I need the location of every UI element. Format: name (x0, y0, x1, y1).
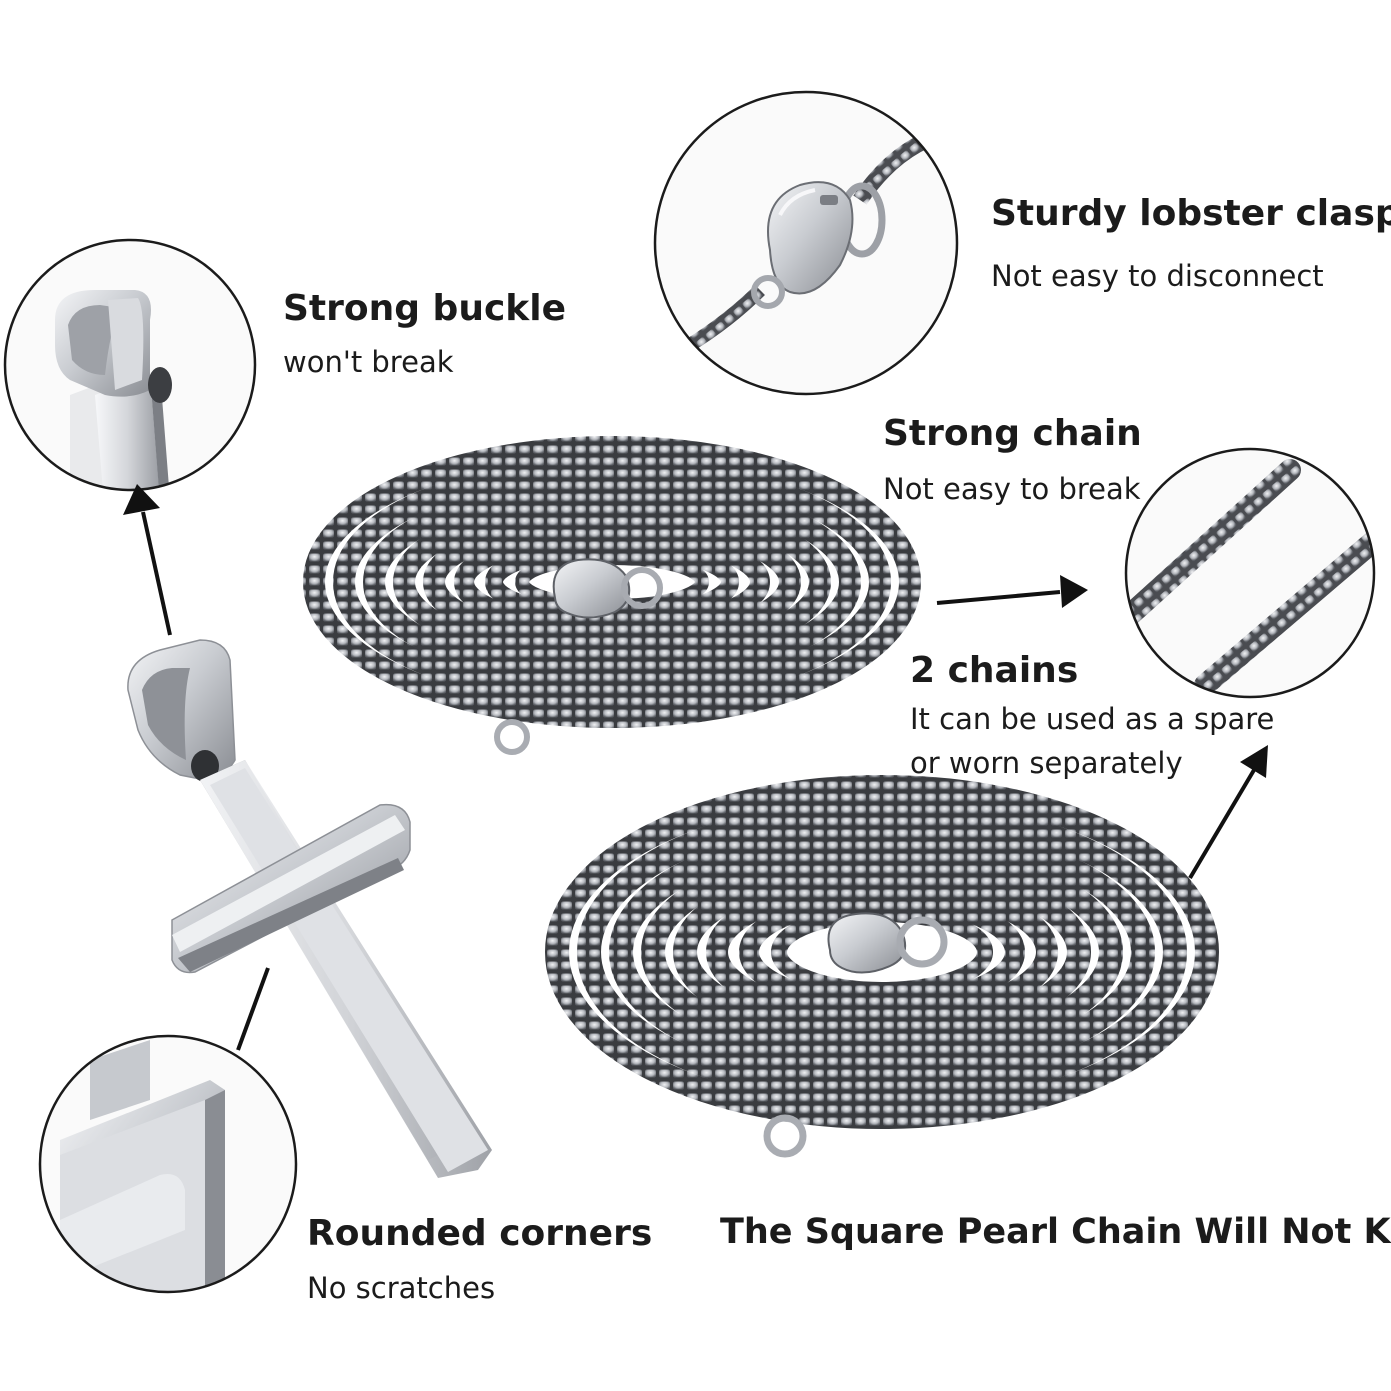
clasp-title: Sturdy lobster clasp (991, 193, 1391, 234)
connector-to-corner (236, 967, 270, 1051)
two-chains-desc-line1: It can be used as a spare (910, 702, 1275, 736)
corners-title: Rounded corners (307, 1213, 653, 1254)
tagline: The Square Pearl Chain Will Not Knot (720, 1212, 1391, 1252)
chain-detail-circle (1124, 447, 1376, 699)
clasp-desc: Not easy to disconnect (991, 259, 1324, 293)
chain-title: Strong chain (883, 413, 1142, 454)
arrow-to-buckle (123, 484, 172, 636)
buckle-desc: won't break (283, 345, 454, 379)
coiled-chain-bottom (545, 775, 1219, 1158)
cross-pendant (127, 639, 492, 1178)
corner-detail-circle (38, 1034, 298, 1294)
buckle-detail-circle (3, 238, 257, 492)
buckle-title: Strong buckle (283, 288, 566, 329)
two-chains-title: 2 chains (910, 650, 1079, 691)
arrow-to-two-chains (1188, 745, 1268, 880)
two-chains-desc-line2: or worn separately (910, 746, 1183, 780)
clasp-detail-circle (653, 90, 959, 396)
corners-desc: No scratches (307, 1271, 496, 1305)
arrow-to-chain-zoom (936, 575, 1088, 608)
coiled-chain-top (303, 436, 921, 755)
chain-desc: Not easy to break (883, 472, 1141, 506)
